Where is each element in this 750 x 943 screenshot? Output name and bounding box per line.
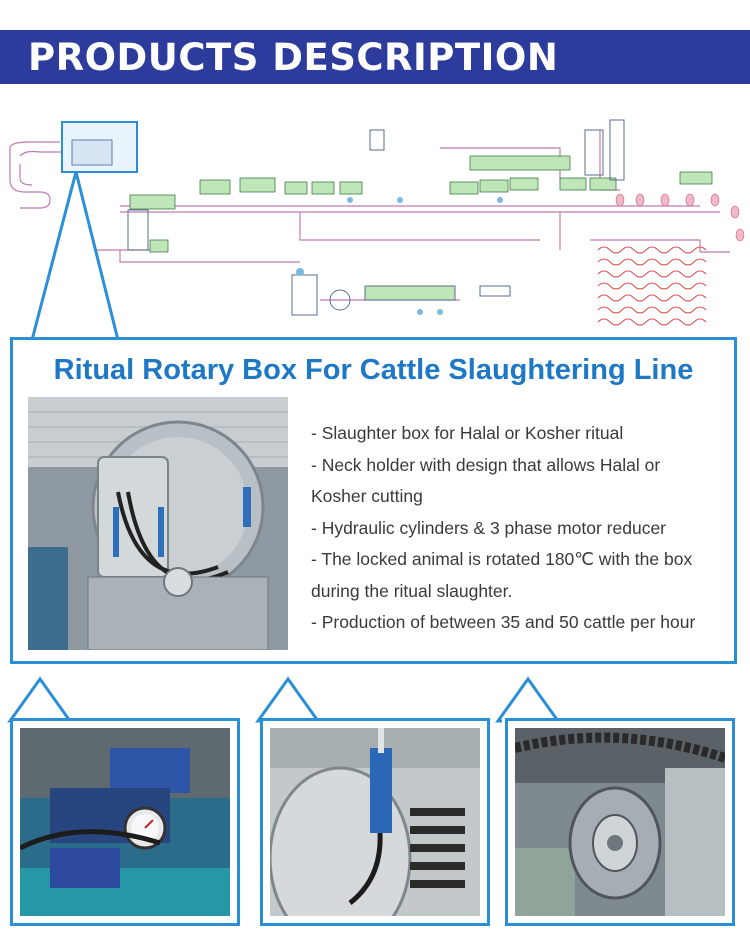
feature-list: - Slaughter box for Halal or Kosher ritu… <box>311 418 726 639</box>
hydraulic-cylinder-image <box>270 728 480 916</box>
header-banner: PRODUCTS DESCRIPTION <box>0 30 750 84</box>
feature-item: - The locked animal is rotated 180℃ with… <box>311 549 693 569</box>
feature-item: - Production of between 35 and 50 cattle… <box>311 612 696 632</box>
feature-item: during the ritual slaughter. <box>311 580 513 601</box>
hydraulic-valve-image <box>20 728 230 916</box>
page-title: PRODUCTS DESCRIPTION <box>28 36 559 79</box>
detail-photo-hydraulic-valve <box>10 718 240 926</box>
product-description-box: Ritual Rotary Box For Cattle Slaughterin… <box>10 337 737 664</box>
detail-photo-hydraulic-cylinder <box>260 718 490 926</box>
feature-item: - Slaughter box for Halal or Kosher ritu… <box>311 423 624 443</box>
feature-item: Kosher cutting <box>311 486 423 506</box>
slaughter-line-diagram <box>9 119 745 326</box>
detail-callouts <box>7 676 561 723</box>
detail-photo-chain-sprocket <box>505 718 735 926</box>
rotary-box-photo <box>28 397 288 650</box>
feature-item: - Hydraulic cylinders & 3 phase motor re… <box>311 517 667 538</box>
chain-sprocket-image <box>515 728 725 916</box>
feature-item: - Neck holder with design that allows Ha… <box>311 454 661 475</box>
product-title: Ritual Rotary Box For Cattle Slaughterin… <box>53 354 694 386</box>
diagram-callout <box>30 171 120 342</box>
